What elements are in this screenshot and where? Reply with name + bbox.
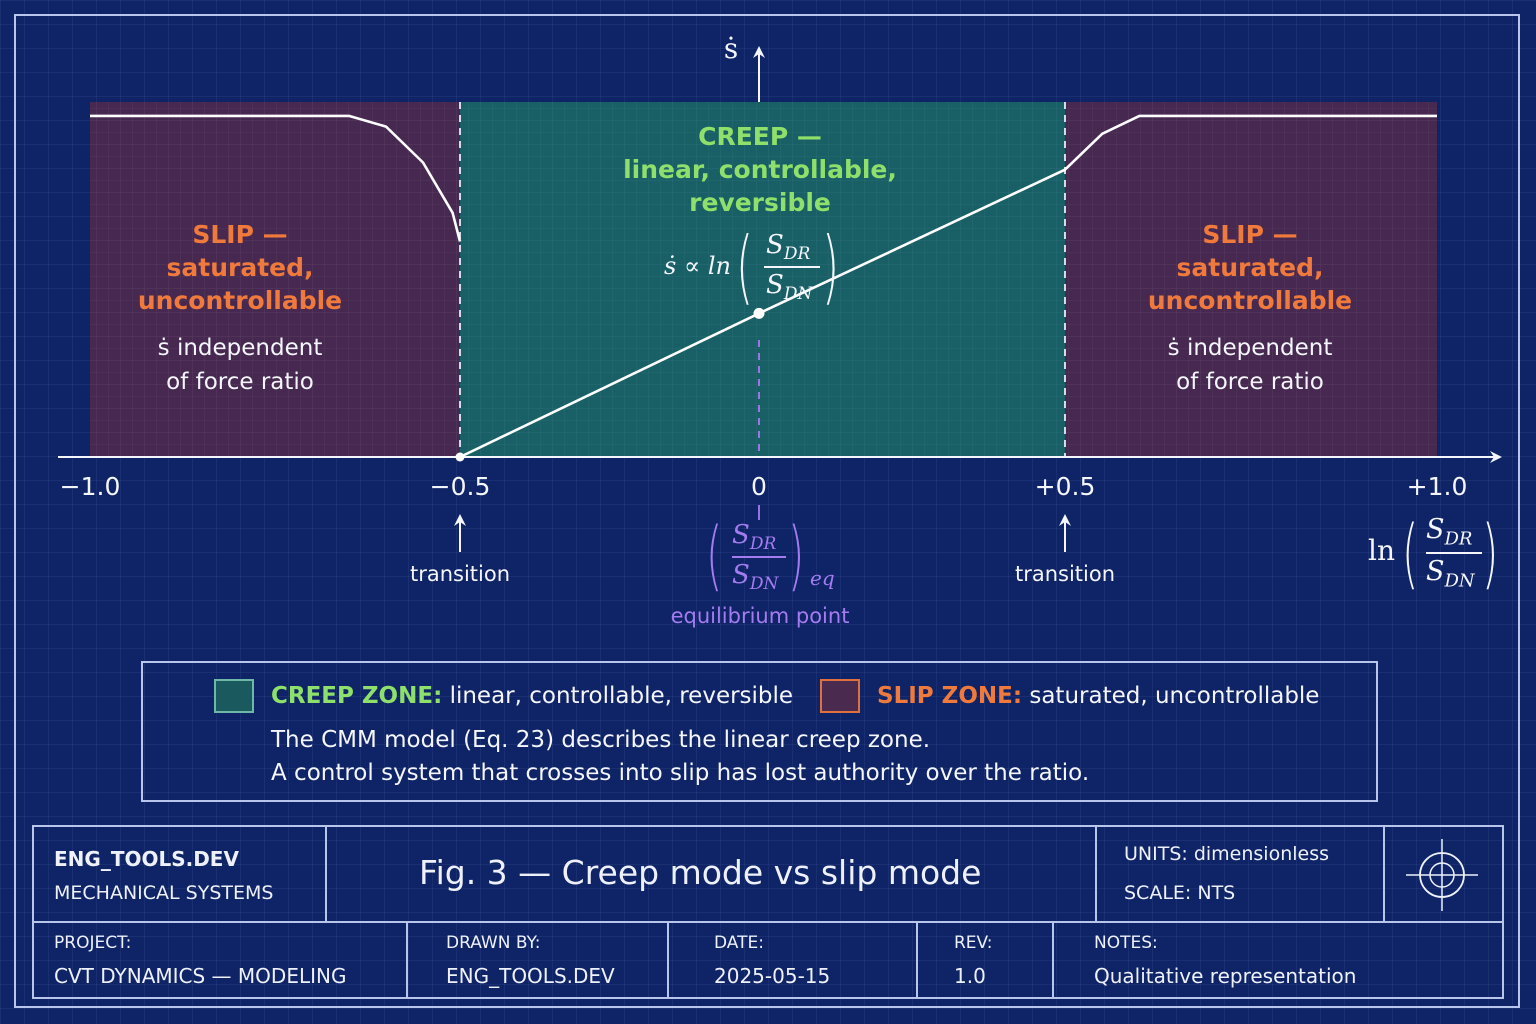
project-value: CVT DYNAMICS — MODELING <box>54 964 347 988</box>
slip-left-annotation: SLIP — saturated, uncontrollable ṡ indep… <box>90 218 390 399</box>
notes-value: Qualitative representation <box>1094 964 1357 988</box>
creep-formula: ṡ ∝ ln ( SDR SDN ) <box>664 220 840 313</box>
units: UNITS: dimensionless <box>1124 843 1330 865</box>
slip-zone-grid-2 <box>1065 102 1437 457</box>
creep-legend-entry: CREEP ZONE: linear, controllable, revers… <box>271 683 794 709</box>
slip-swatch <box>820 679 860 713</box>
transition-right-label: transition <box>1014 562 1116 586</box>
date-label: DATE: <box>714 933 764 953</box>
legend-note-2: A control system that crosses into slip … <box>271 760 1090 786</box>
drawn-by-value: ENG_TOOLS.DEV <box>446 964 615 988</box>
equilibrium-label: equilibrium point <box>670 604 850 628</box>
x-tick-label: −0.5 <box>429 472 491 501</box>
transition-point-left <box>455 452 465 462</box>
drawn-by-label: DRAWN BY: <box>446 933 541 953</box>
slip-right-line1: saturated, <box>1176 253 1324 282</box>
scale: SCALE: NTS <box>1124 882 1236 904</box>
slip-left-line2: uncontrollable <box>137 286 343 315</box>
creep-and-slip-curve-right <box>459 114 1437 459</box>
crosshair-icon <box>1406 839 1478 911</box>
department: MECHANICAL SYSTEMS <box>54 882 274 904</box>
slip-left-line1: saturated, <box>166 253 314 282</box>
slip-left-note1: ṡ independent <box>157 335 323 361</box>
creep-line1: linear, controllable, <box>623 155 897 184</box>
creep-title: CREEP — <box>698 122 822 151</box>
title-block: ENG_TOOLS.DEV MECHANICAL SYSTEMS Fig. 3 … <box>32 825 1504 999</box>
creep-line2: reversible <box>689 188 831 217</box>
slip-right-line2: uncontrollable <box>1147 286 1353 315</box>
equilibrium-point-marker <box>753 307 765 319</box>
rev-value: 1.0 <box>954 964 986 988</box>
slip-legend-entry: SLIP ZONE: saturated, uncontrollable <box>877 683 1320 709</box>
slip-zone-grid-0 <box>90 102 460 457</box>
transition-left-label: transition <box>409 562 511 586</box>
org-name: ENG_TOOLS.DEV <box>54 847 239 871</box>
creep-annotation: CREEP — linear, controllable, reversible <box>600 120 920 219</box>
creep-swatch <box>214 679 254 713</box>
slip-right-annotation: SLIP — saturated, uncontrollable ṡ indep… <box>1100 218 1400 399</box>
creep-zone-grid-1 <box>460 102 1065 457</box>
slip-curve-left <box>90 114 462 242</box>
slip-left-title: SLIP — <box>192 220 288 249</box>
y-axis-label: ṡ <box>723 32 739 65</box>
legend-box: CREEP ZONE: linear, controllable, revers… <box>141 661 1378 802</box>
x-tick-label: +0.5 <box>1034 472 1096 501</box>
x-tick-label: +1.0 <box>1406 472 1468 501</box>
notes-label: NOTES: <box>1094 933 1158 953</box>
figure-title: Fig. 3 — Creep mode vs slip mode <box>419 853 982 892</box>
slip-left-note2: of force ratio <box>166 369 314 395</box>
slip-right-title: SLIP — <box>1202 220 1298 249</box>
equilibrium-ratio: ( SDR SDN ) eq <box>706 510 835 599</box>
legend-note-1: The CMM model (Eq. 23) describes the lin… <box>271 727 931 753</box>
x-axis-label: ln ( SDR SDN ) <box>1368 508 1499 597</box>
x-tick-label: −1.0 <box>59 472 121 501</box>
rev-label: REV: <box>954 933 993 953</box>
date-value: 2025-05-15 <box>714 964 831 988</box>
slip-right-note1: ṡ independent <box>1167 335 1333 361</box>
drawing-frame <box>14 14 1520 1008</box>
x-tick-label: 0 <box>751 472 767 501</box>
slip-right-note2: of force ratio <box>1176 369 1324 395</box>
project-label: PROJECT: <box>54 933 132 953</box>
